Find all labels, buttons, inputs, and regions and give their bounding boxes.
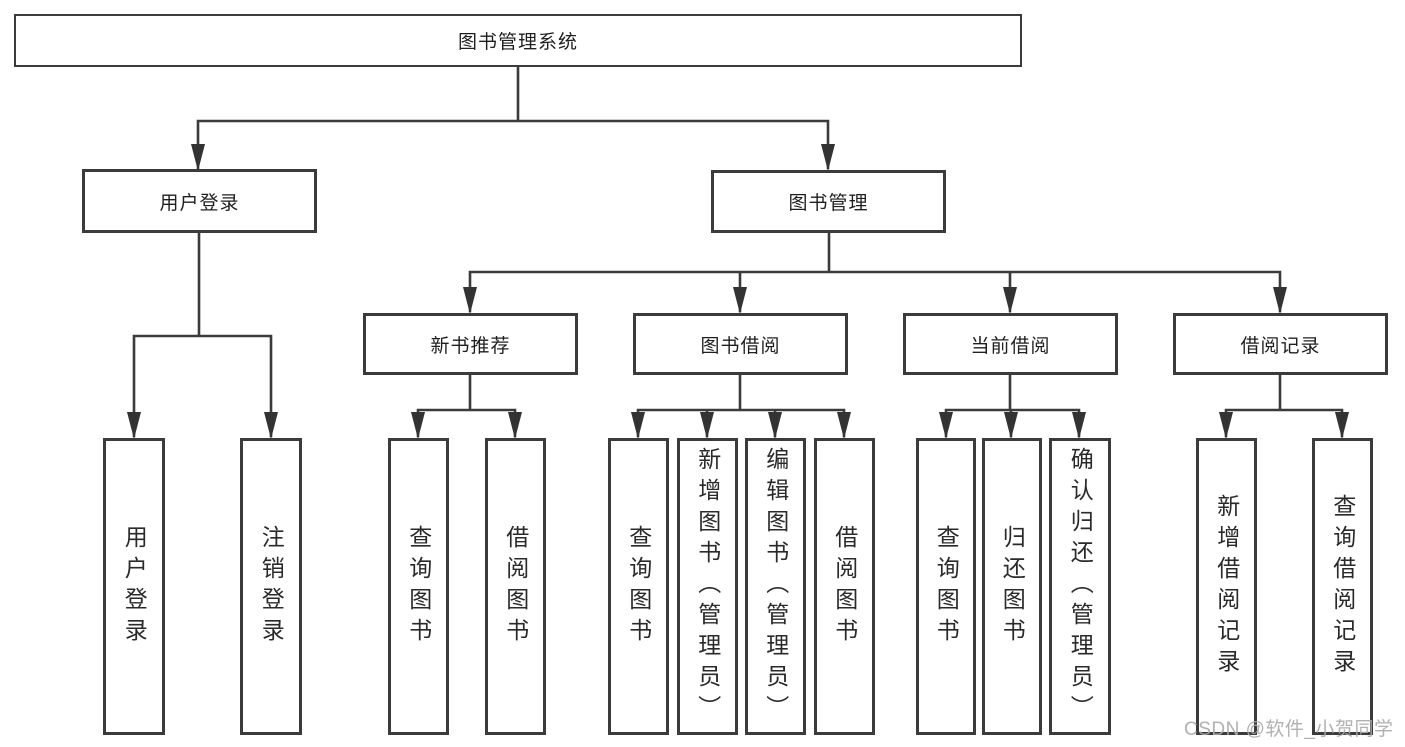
leaf-user-login: 用户登录	[103, 438, 165, 735]
node-label: 借阅记录	[1240, 335, 1321, 357]
node-label: 查询图书	[625, 524, 652, 649]
leaf-edit-books-admin: 编辑图书（管理员）	[745, 438, 806, 735]
node-label: 图书借阅	[700, 335, 781, 357]
node-label: 用户登录	[159, 192, 240, 214]
node-label: 用户登录	[121, 524, 148, 649]
leaf-query-books-borrow: 查询图书	[608, 438, 669, 735]
node-label: 图书管理	[788, 193, 869, 214]
node-label: 注销登录	[258, 524, 285, 649]
node-label: 新书推荐	[430, 335, 511, 357]
node-label: 查询图书	[933, 524, 960, 649]
node-label: 新增图书（管理员）	[694, 447, 721, 726]
node-book-management: 图书管理	[711, 170, 946, 233]
node-label: 图书管理系统	[457, 32, 578, 53]
leaf-query-books-current: 查询图书	[916, 438, 976, 735]
node-label: 编辑图书（管理员）	[762, 447, 789, 726]
leaf-query-borrow-record: 查询借阅记录	[1312, 438, 1373, 735]
node-library-management-system: 图书管理系统	[14, 14, 1022, 67]
csdn-watermark: CSDN @软件_小贺同学	[1184, 719, 1394, 740]
leaf-confirm-return-admin: 确认归还（管理员）	[1049, 438, 1111, 735]
node-label: 归还图书	[999, 524, 1026, 649]
node-book-borrow: 图书借阅	[633, 313, 848, 375]
node-label: 借阅图书	[502, 524, 529, 649]
node-label: 借阅图书	[831, 524, 858, 649]
node-label: 新增借阅记录	[1213, 493, 1240, 680]
node-label: 确认归还（管理员）	[1067, 447, 1094, 726]
node-label: 当前借阅	[970, 335, 1051, 357]
leaf-add-borrow-record: 新增借阅记录	[1196, 438, 1257, 735]
node-label: 查询借阅记录	[1329, 493, 1356, 680]
leaf-query-books-recommend: 查询图书	[388, 438, 449, 735]
leaf-borrow-books: 借阅图书	[814, 438, 875, 735]
leaf-borrow-books-recommend: 借阅图书	[485, 438, 546, 735]
node-current-borrow: 当前借阅	[903, 313, 1118, 375]
node-user-login: 用户登录	[82, 169, 317, 233]
node-label: 查询图书	[405, 524, 432, 649]
node-borrow-records: 借阅记录	[1173, 313, 1388, 375]
leaf-return-books: 归还图书	[982, 438, 1042, 735]
node-new-book-recommend: 新书推荐	[363, 313, 578, 375]
leaf-logout: 注销登录	[240, 438, 302, 735]
leaf-add-books-admin: 新增图书（管理员）	[677, 438, 738, 735]
